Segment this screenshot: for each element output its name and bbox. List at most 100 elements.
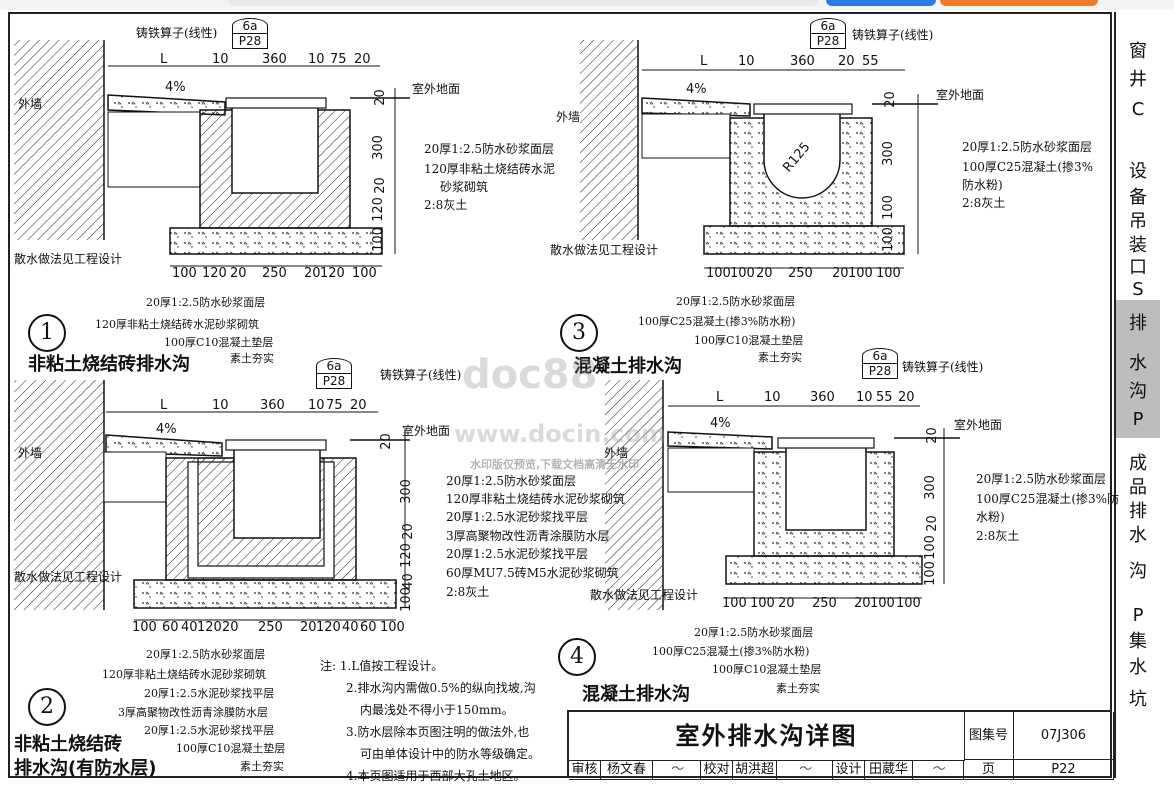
page-label: 页	[964, 760, 1014, 780]
f4-ground: 室外地面	[954, 418, 1003, 432]
f3-ref-top: 6a	[810, 18, 846, 33]
f1-top-dim: 360	[262, 52, 287, 67]
f4-top-dim: 10	[764, 390, 781, 405]
f1-bottom-note: 20厚1:2.5防水砂浆面层	[146, 296, 266, 309]
f2-note: 2:8灰土	[446, 585, 490, 599]
f3-bottom-dim: 100	[848, 266, 873, 281]
f1-side-dim: 20	[372, 177, 388, 194]
f2-grate-label: 铸铁算子(线性)	[380, 368, 462, 382]
f2-bottom-note: 素土夯实	[240, 760, 284, 773]
f2-bottom-dim: 250	[258, 620, 283, 635]
f3-note: 20厚1:2.5防水砂浆面层	[962, 140, 1093, 154]
note-item: 3.防水层除本页图注明的做法外,也	[346, 725, 530, 739]
topbar-orange-tab[interactable]	[940, 0, 1098, 6]
f2-bottom-dim: 40	[342, 620, 359, 635]
f1-bottom-dim: 250	[262, 266, 287, 281]
review-label: 审核	[569, 760, 601, 780]
note-item: 可由单体设计中的防水等级确定。	[360, 747, 541, 761]
index-char: 水	[1129, 525, 1147, 546]
f3-side-dim: 100	[880, 195, 896, 220]
watermark-url: www.docin.com	[454, 420, 667, 448]
f3-slope: 4%	[686, 82, 707, 97]
f1-bottom-dim: 20	[230, 266, 247, 281]
note-item: 4.本页图适用于西部大孔土地区。	[346, 769, 526, 783]
f3-bottom-dim: 100	[730, 266, 755, 281]
watermark-logo: doc88	[462, 352, 598, 398]
f1-grate-label: 铸铁算子(线性)	[136, 26, 218, 40]
index-char: 坑	[1129, 689, 1147, 710]
f3-side-dim: 20	[882, 91, 898, 108]
f3-detail-ref[interactable]: 6a P28	[810, 18, 846, 49]
design-label: 设计	[833, 760, 865, 780]
f2-title-line2: 排水沟(有防水层)	[14, 758, 157, 779]
f3-top-dim: 360	[790, 54, 815, 69]
f1-bottom-note: 100厚C10混凝土垫层	[164, 336, 274, 349]
f2-bottom-dim: 100	[132, 620, 157, 635]
f1-bottom-dim: 100	[352, 266, 377, 281]
right-index: 窗 井 C 设 备 吊 装 口 S 排 水 沟 P 成 品 排 水 沟 P 集 …	[1114, 12, 1160, 778]
f2-bottom-note: 3厚高聚物改性沥青涂膜防水层	[118, 706, 268, 719]
f1-L: L	[160, 52, 168, 67]
f3-bottom-note: 100厚C10混凝土垫层	[694, 334, 804, 347]
f3-bottom-note: 100厚C25混凝土(掺3%防水粉)	[638, 315, 796, 328]
f3-grate-label: 铸铁算子(线性)	[852, 28, 934, 42]
f2-number: 2	[28, 688, 66, 726]
note-item: 2.排水沟内需做0.5%的纵向找坡,沟	[346, 681, 536, 695]
f4-side-dim: 20	[924, 427, 940, 444]
f4-top-dim: 55	[876, 390, 893, 405]
watermark-note: 水印版仅预览,下载文档高清无水印	[470, 458, 640, 471]
checker-signature: ～	[777, 760, 833, 780]
f3-bottom-note: 20厚1:2.5防水砂浆面层	[676, 295, 796, 308]
f2-detail-ref[interactable]: 6a P28	[316, 358, 352, 389]
f3-bottom-dim: 100	[876, 266, 901, 281]
f1-apron: 散水做法见工程设计	[14, 252, 123, 266]
f4-bottom-dim: 100	[722, 596, 747, 611]
f2-note: 20厚1:2.5防水砂浆面层	[446, 474, 577, 488]
f2-side-dim: 20	[378, 433, 394, 450]
f4-slope: 4%	[710, 416, 731, 431]
figure-2-drawing	[14, 380, 410, 621]
notes-head: 注:	[320, 659, 337, 673]
f2-side-dim: 100	[398, 587, 414, 612]
f1-note: 砂浆砌筑	[440, 180, 489, 194]
f2-note: 3厚高聚物改性沥青涂膜防水层	[446, 529, 610, 543]
index-active-section[interactable]	[1116, 300, 1160, 438]
f1-bottom-dim: 20	[304, 266, 321, 281]
topbar-blue-tab[interactable]	[826, 0, 936, 6]
f3-L: L	[700, 54, 708, 69]
f4-note: 水粉)	[976, 510, 1005, 524]
f3-note: 100厚C25混凝土(掺3%	[962, 160, 1094, 174]
f2-ref-top: 6a	[316, 358, 352, 373]
f2-note: 20厚1:2.5水泥砂浆找平层	[446, 547, 589, 561]
topbar-search-field[interactable]	[228, 0, 818, 6]
f4-number: 4	[558, 638, 596, 676]
f2-title-line1: 非粘土烧结砖	[14, 734, 122, 755]
f2-bottom-note: 20厚1:2.5防水砂浆面层	[146, 648, 266, 661]
f3-title: 混凝土排水沟	[574, 356, 682, 377]
f4-bottom-dim: 20	[778, 596, 795, 611]
f2-slope: 4%	[156, 422, 177, 437]
f4-L: L	[716, 390, 724, 405]
atlas-number: 07J306	[1014, 712, 1114, 760]
f1-bottom-dim: 120	[320, 266, 345, 281]
f1-detail-ref[interactable]: 6a P28	[232, 18, 268, 49]
notes-line-1: 注: 1.L值按工程设计。	[320, 655, 540, 677]
f1-bottom-note: 120厚非粘土烧结砖水泥砂浆砌筑	[95, 318, 259, 331]
f4-side-dim: 20	[924, 515, 940, 532]
f2-bottom-note: 100厚C10混凝土垫层	[176, 742, 286, 755]
f2-bottom-dim: 60	[162, 620, 179, 635]
f4-bottom-dim: 100	[870, 596, 895, 611]
index-char: P	[1132, 409, 1144, 430]
f2-top-dim: 10	[212, 398, 229, 413]
f4-apron: 散水做法见工程设计	[590, 588, 699, 602]
index-char: 沟	[1129, 381, 1147, 402]
f2-ground: 室外地面	[402, 424, 451, 438]
f2-bottom-dim: 40	[181, 620, 198, 635]
f4-detail-ref[interactable]: 6a P28	[862, 348, 898, 379]
reviewer-signature: ～	[653, 760, 701, 780]
f1-side-dim: 100	[370, 227, 386, 252]
f2-side-dim: 300	[398, 479, 414, 504]
f4-outer-wall: 外墙	[604, 446, 629, 460]
f1-outer-wall: 外墙	[18, 97, 43, 111]
f4-top-dim: 10	[856, 390, 873, 405]
